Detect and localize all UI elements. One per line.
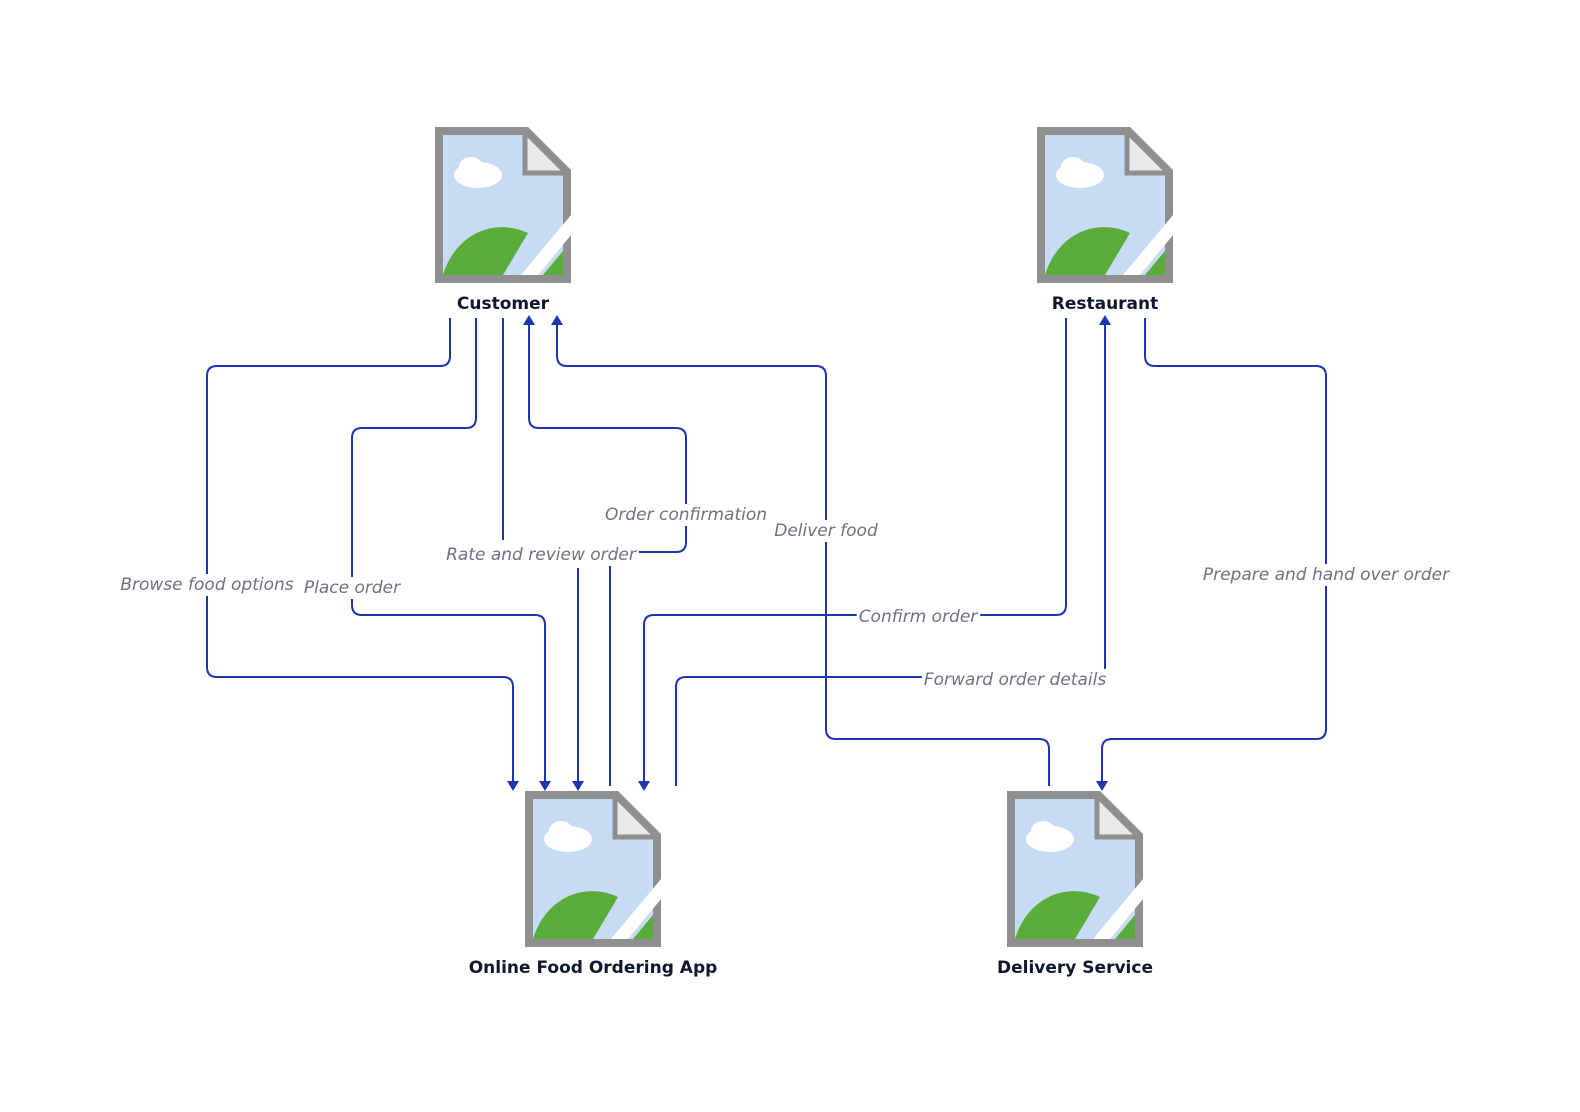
edge-label-background [856, 606, 981, 628]
edge-label-confirm: Confirm order [856, 606, 981, 628]
edge-label-text: Prepare and hand over order [1203, 565, 1450, 585]
edge-label-text: Forward order details [924, 670, 1106, 690]
node-label: Restaurant [1052, 294, 1159, 314]
node-customer[interactable]: Customer [435, 127, 571, 314]
node-restaurant[interactable]: Restaurant [1037, 127, 1173, 314]
broken-image-icon [525, 791, 661, 947]
edge-label-background [444, 544, 639, 566]
edge-label-text: Rate and review order [446, 545, 637, 565]
edge-label-text: Deliver food [774, 521, 878, 541]
node-label: Delivery Service [997, 958, 1153, 978]
node-online-food-ordering-app[interactable]: Online Food Ordering App [469, 791, 718, 978]
edge-label-prepare: Prepare and hand over order [1200, 564, 1453, 586]
broken-image-icon [1037, 127, 1173, 283]
edge-label-background [301, 577, 404, 599]
edge-label-forward: Forward order details [921, 669, 1109, 691]
edge-prepare [1096, 318, 1327, 791]
node-delivery-service[interactable]: Delivery Service [997, 791, 1153, 978]
edge-label-text: Order confirmation [605, 505, 767, 525]
edge-label-background [118, 574, 296, 596]
broken-image-icon [1007, 791, 1143, 947]
edge-place [351, 318, 551, 791]
edge-label-confirmation: Order confirmation [602, 504, 770, 526]
edge-browse [206, 318, 519, 791]
edge-label-text: Browse food options [120, 575, 293, 595]
edge-label-background [772, 520, 880, 542]
edge-label-text: Confirm order [859, 607, 979, 627]
edge-deliver [551, 315, 1050, 786]
edge-label-text: Place order [304, 578, 401, 598]
node-label: Customer [457, 294, 550, 314]
edges [206, 315, 1327, 791]
edge-confirm [638, 318, 1067, 791]
edge-label-deliver: Deliver food [772, 520, 880, 542]
edge-forward [675, 315, 1111, 786]
node-label: Online Food Ordering App [469, 958, 718, 978]
edge-label-background [921, 669, 1109, 691]
broken-image-icon [435, 127, 571, 283]
edge-label-place: Place order [301, 577, 404, 599]
edge-label-background [602, 504, 770, 526]
edge-label-rate: Rate and review order [444, 544, 639, 566]
edge-label-browse: Browse food options [118, 574, 296, 596]
edge-labels: Browse food options Place order Rate and r… [118, 504, 1453, 691]
edge-label-background [1200, 564, 1453, 586]
